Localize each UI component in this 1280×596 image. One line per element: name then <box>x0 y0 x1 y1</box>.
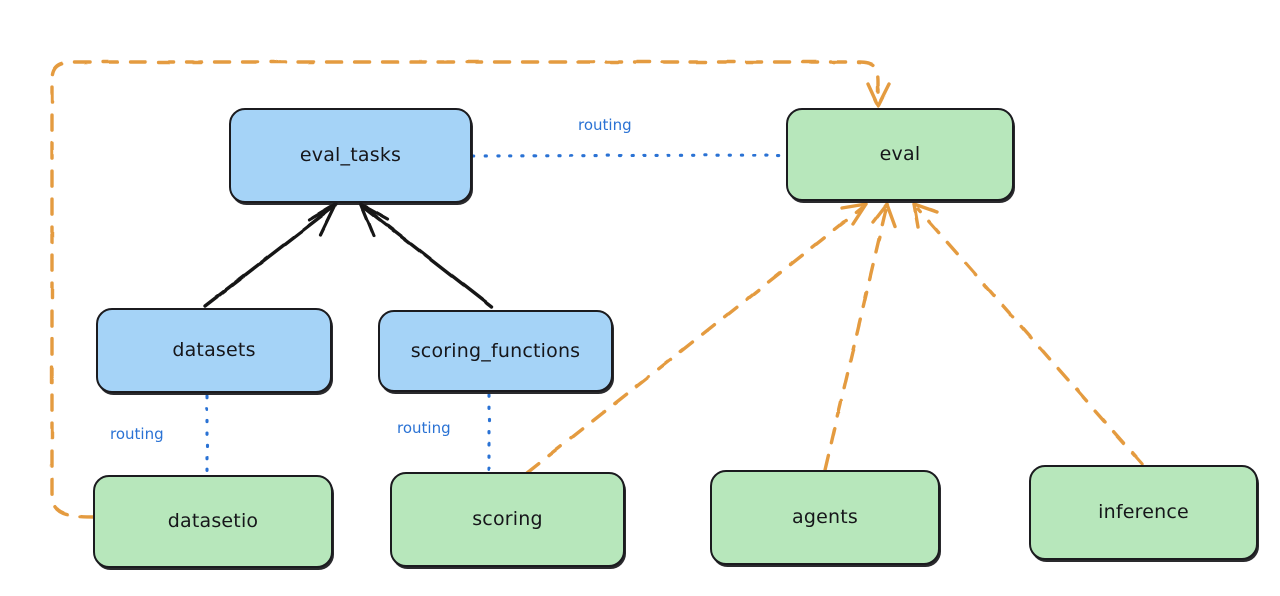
node-eval_tasks[interactable]: eval_tasks <box>229 108 472 203</box>
edge-label-routing-eval_tasks-eval: routing <box>578 116 632 134</box>
node-label-inference: inference <box>1098 501 1189 524</box>
node-label-eval_tasks: eval_tasks <box>299 144 402 167</box>
node-agents[interactable]: agents <box>710 470 940 565</box>
edge-label-routing-datasets-datasetio: routing <box>110 425 164 443</box>
edge-scoring_fns-to-eval_tasks <box>359 202 494 309</box>
edge-agents-to-eval <box>823 202 897 472</box>
node-label-scoring: scoring <box>472 508 543 531</box>
node-label-scoring_functions: scoring_functions <box>410 339 581 362</box>
node-datasetio[interactable]: datasetio <box>93 475 333 568</box>
edge-inference-to-eval <box>912 202 1144 466</box>
edge-datasets-to-eval_tasks <box>203 202 338 308</box>
node-label-eval: eval <box>879 143 921 166</box>
node-label-datasetio: datasetio <box>167 510 259 533</box>
node-label-agents: agents <box>792 506 858 529</box>
edge-label-routing-scoring_fns-scoring: routing <box>397 419 451 437</box>
node-eval[interactable]: eval <box>786 108 1014 201</box>
node-datasets[interactable]: datasets <box>96 308 332 393</box>
edge-eval_tasks-to-eval <box>471 153 786 158</box>
node-scoring[interactable]: scoring <box>390 472 625 567</box>
node-inference[interactable]: inference <box>1029 465 1258 560</box>
node-scoring_functions[interactable]: scoring_functions <box>378 310 613 392</box>
node-label-datasets: datasets <box>172 339 256 362</box>
